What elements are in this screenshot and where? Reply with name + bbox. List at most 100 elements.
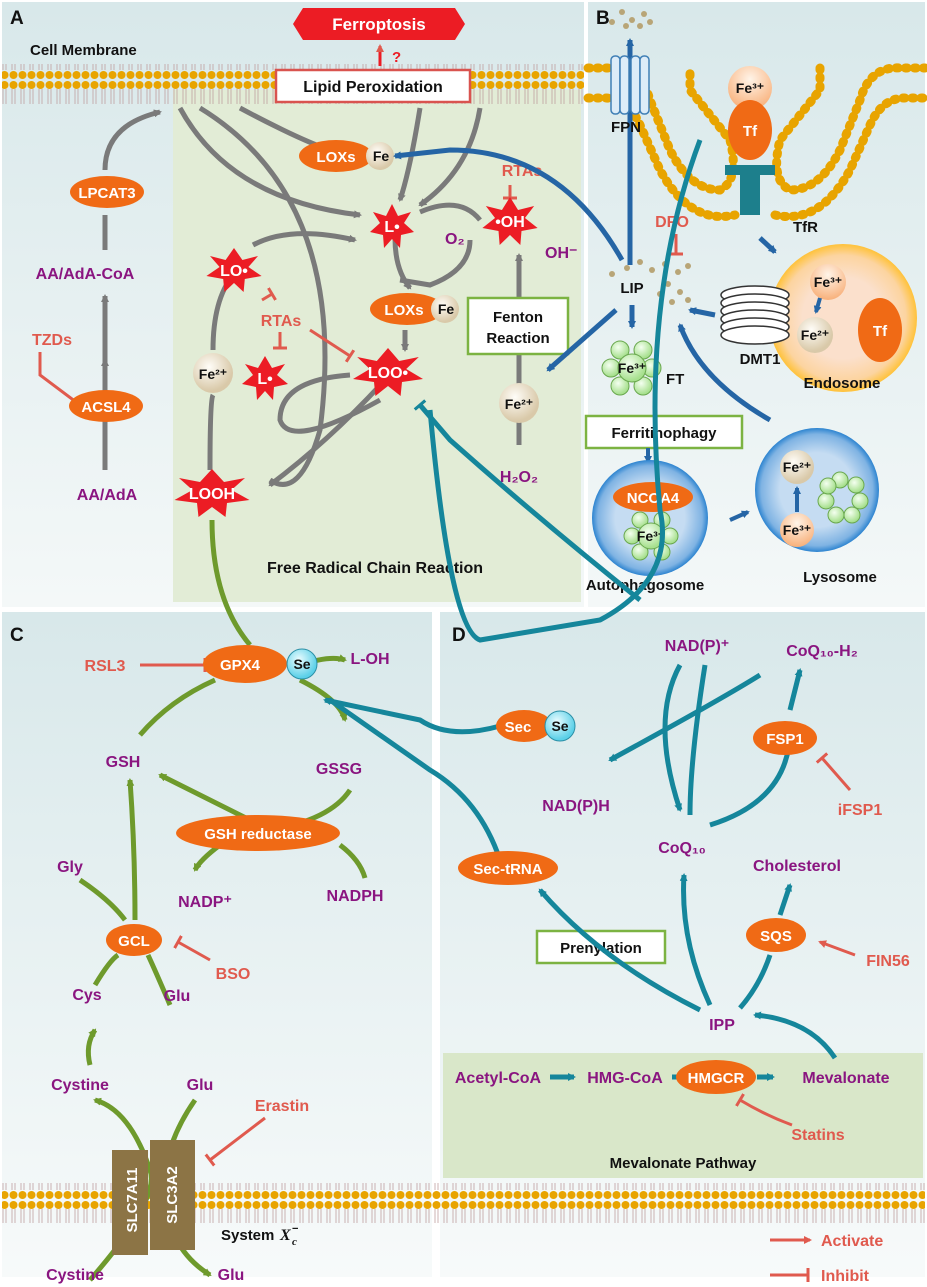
nadph-label: NADPH — [327, 888, 384, 905]
panel-d: NAD(P)⁺ CoQ₁₀-H₂ Sec Se FSP1 iFSP1 NAD(P… — [323, 139, 910, 1172]
nadph-to-reductase-line — [338, 843, 368, 879]
sqs-node — [746, 918, 806, 952]
sqs-label: SQS — [760, 928, 792, 945]
lpcat3-label: LPCAT3 — [78, 185, 135, 202]
ft-fe3-label: Fe³⁺ — [618, 360, 646, 376]
fin56-activate — [818, 940, 856, 957]
l-radical-burst-2 — [242, 356, 288, 400]
ferroptosis-label: Ferroptosis — [332, 15, 426, 34]
system-x-subscript: c — [292, 1236, 297, 1248]
gsh-to-gpx4-line — [138, 677, 217, 737]
mevalonate-to-ipp-arrow — [753, 1011, 838, 1060]
fin56-label: FIN56 — [866, 953, 910, 970]
looh-burst — [174, 469, 250, 517]
nadp-plus-label: NAD(P)⁺ — [665, 638, 729, 655]
endo-tf-label: Tf — [873, 323, 888, 340]
hmgcr-node — [676, 1060, 756, 1094]
loo-radical-label: LOO• — [368, 365, 409, 382]
system-x-symbol: X — [279, 1227, 291, 1244]
fe2-left-label: Fe²⁺ — [199, 366, 227, 382]
legend: Activate Inhibit — [770, 1233, 883, 1285]
rsl3-label: RSL3 — [85, 658, 126, 675]
l-radical-burst — [370, 204, 414, 248]
looh-to-fe-line — [207, 393, 216, 471]
fe3-on-tf — [728, 66, 772, 110]
erastin-label: Erastin — [255, 1098, 309, 1115]
o2-label: O₂ — [445, 231, 465, 248]
panel-label-c: C — [10, 625, 24, 646]
endosome-label: Endosome — [804, 375, 881, 392]
dmt1-transporter — [720, 285, 790, 345]
nadp-label: NADP⁺ — [178, 894, 232, 911]
aa-ada-label: AA/AdA — [77, 487, 138, 504]
loxs-mid-label: LOXs — [384, 302, 423, 319]
cystine-label: Cystine — [51, 1077, 109, 1094]
gpx4-se-label: Se — [293, 656, 310, 672]
ifsp1-inhibit — [815, 752, 852, 791]
cystine-to-cys-arrow — [85, 1028, 98, 1066]
slc7a11-label: SLC7A11 — [124, 1167, 141, 1232]
endo-fe2-ball — [797, 317, 833, 353]
cholesterol-label: Cholesterol — [753, 858, 841, 875]
rtas-mid-label: RTAs — [261, 313, 302, 330]
panel-c: RSL3 L-OH GPX4 Se GSH GSSG GSH reductase… — [46, 519, 390, 1284]
mevalonate-label: Mevalonate — [802, 1070, 889, 1087]
endo-fe3-ball — [810, 264, 846, 300]
lyso-fe3-label: Fe³⁺ — [783, 522, 811, 538]
oh-radical-label: •OH — [495, 214, 525, 231]
l-radical-label: L• — [384, 219, 400, 236]
aa-coa-label: AA/AdA-CoA — [36, 266, 135, 283]
lip-to-loxs-arrow — [393, 147, 625, 262]
membrane-to-l-arrow-2 — [397, 107, 423, 202]
fenton-label-1: Fenton — [493, 309, 543, 326]
fenton-box — [466, 296, 570, 356]
ipp-to-coq10-arrow — [679, 873, 713, 1007]
fe2-ball-left — [193, 353, 233, 393]
membrane-loop-arrow — [198, 105, 328, 487]
tzds-label: TZDs — [32, 332, 72, 349]
free-radical-chain-label: Free Radical Chain Reaction — [267, 560, 483, 577]
erastin-inhibit — [204, 1116, 266, 1167]
system-label: System — [221, 1227, 274, 1244]
lpcat3-node — [70, 176, 144, 208]
tfr-label: TfR — [793, 219, 818, 236]
gsh-label: GSH — [106, 754, 141, 771]
coq10h2-to-loo-line — [427, 139, 703, 643]
auto-to-lyso-arrow — [729, 510, 750, 522]
tzds-inhibit-line — [38, 352, 86, 412]
cys-label: Cys — [72, 987, 101, 1004]
tf-node — [728, 100, 772, 160]
endo-fe2-label: Fe²⁺ — [801, 327, 829, 343]
lyso-fe2-ball — [780, 450, 814, 484]
glu2-label: Glu — [187, 1077, 214, 1094]
endo-fe3-label: Fe³⁺ — [814, 274, 842, 290]
acsl4-node — [69, 390, 143, 422]
rtas-to-lo-inhibit — [261, 287, 277, 302]
gly-label: Gly — [57, 859, 83, 876]
fe3-tf-label: Fe³⁺ — [736, 80, 764, 96]
oh-radical-burst — [482, 197, 538, 245]
sectrna-to-gpx4-line — [328, 697, 503, 861]
acetyl-coa-label: Acetyl-CoA — [455, 1070, 542, 1087]
legend-activate-label: Activate — [821, 1233, 883, 1250]
lo-to-l-arrow — [251, 231, 357, 248]
panel-c-background — [2, 612, 432, 1277]
lyso-fe3-ball — [780, 513, 814, 547]
o2-to-loo-line — [399, 239, 473, 288]
ipp-label: IPP — [709, 1017, 735, 1034]
dmt1-to-lip-arrow — [688, 307, 716, 318]
ipp-to-sqs-line — [738, 954, 773, 1010]
fe-ball-mid — [431, 295, 459, 323]
sec-label: Sec — [505, 719, 532, 736]
glu-to-gcl-line — [145, 953, 173, 1006]
ferritinophagy-box — [584, 414, 744, 450]
lo-radical-label: LO• — [220, 263, 248, 280]
tfr-receptor — [725, 165, 775, 215]
gpx4-se-ball — [286, 648, 318, 680]
fsp1-nadph-arrow — [608, 672, 762, 763]
question-mark: ? — [392, 49, 401, 66]
lipid-peroxidation-label: Lipid Peroxidation — [303, 79, 443, 96]
looh-label: LOOH — [189, 486, 235, 503]
loxs-top-label: LOXs — [316, 149, 355, 166]
